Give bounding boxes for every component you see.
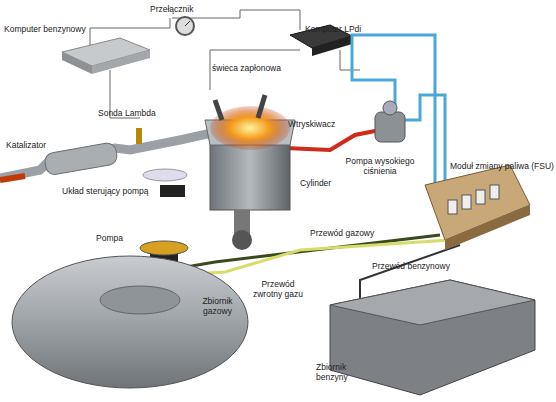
part-label: Zbiornik benzyny xyxy=(316,362,366,382)
part-label: Pompa xyxy=(96,233,136,243)
part-label: Komputer benzynowy xyxy=(4,24,104,34)
cylinder xyxy=(205,95,295,250)
petrol-tank xyxy=(330,280,535,395)
part-label: Moduł zmiany paliwa (FSU) xyxy=(450,161,556,171)
part-label: Sonda Lambda xyxy=(98,108,168,118)
part-label: Pompa wysokiego ciśnienia xyxy=(345,156,415,176)
fuel-pipes xyxy=(180,35,460,300)
catalyst xyxy=(0,128,225,180)
part-label: Komputer LPdi xyxy=(305,24,385,34)
part-label: Wtryskiwacz xyxy=(288,119,348,129)
part-label: Przewód gazowy xyxy=(310,228,380,238)
lpg-tank xyxy=(12,256,248,388)
part-label: Przewód zwrotny gazu xyxy=(248,279,308,299)
part-label: Przewód benzynowy xyxy=(372,261,462,271)
part-label: Układ sterujący pompą xyxy=(62,186,162,196)
part-label: Cylinder xyxy=(300,178,350,188)
part-label: Katalizator xyxy=(6,140,66,150)
fuel-switch-module xyxy=(425,165,530,250)
high-pressure-pump xyxy=(375,101,405,142)
part-label: świeca zapłonowa xyxy=(212,63,302,73)
part-label: Przełącznik xyxy=(150,4,210,14)
pump-controller xyxy=(143,169,187,197)
part-label: Zbiornik gazowy xyxy=(195,296,240,316)
